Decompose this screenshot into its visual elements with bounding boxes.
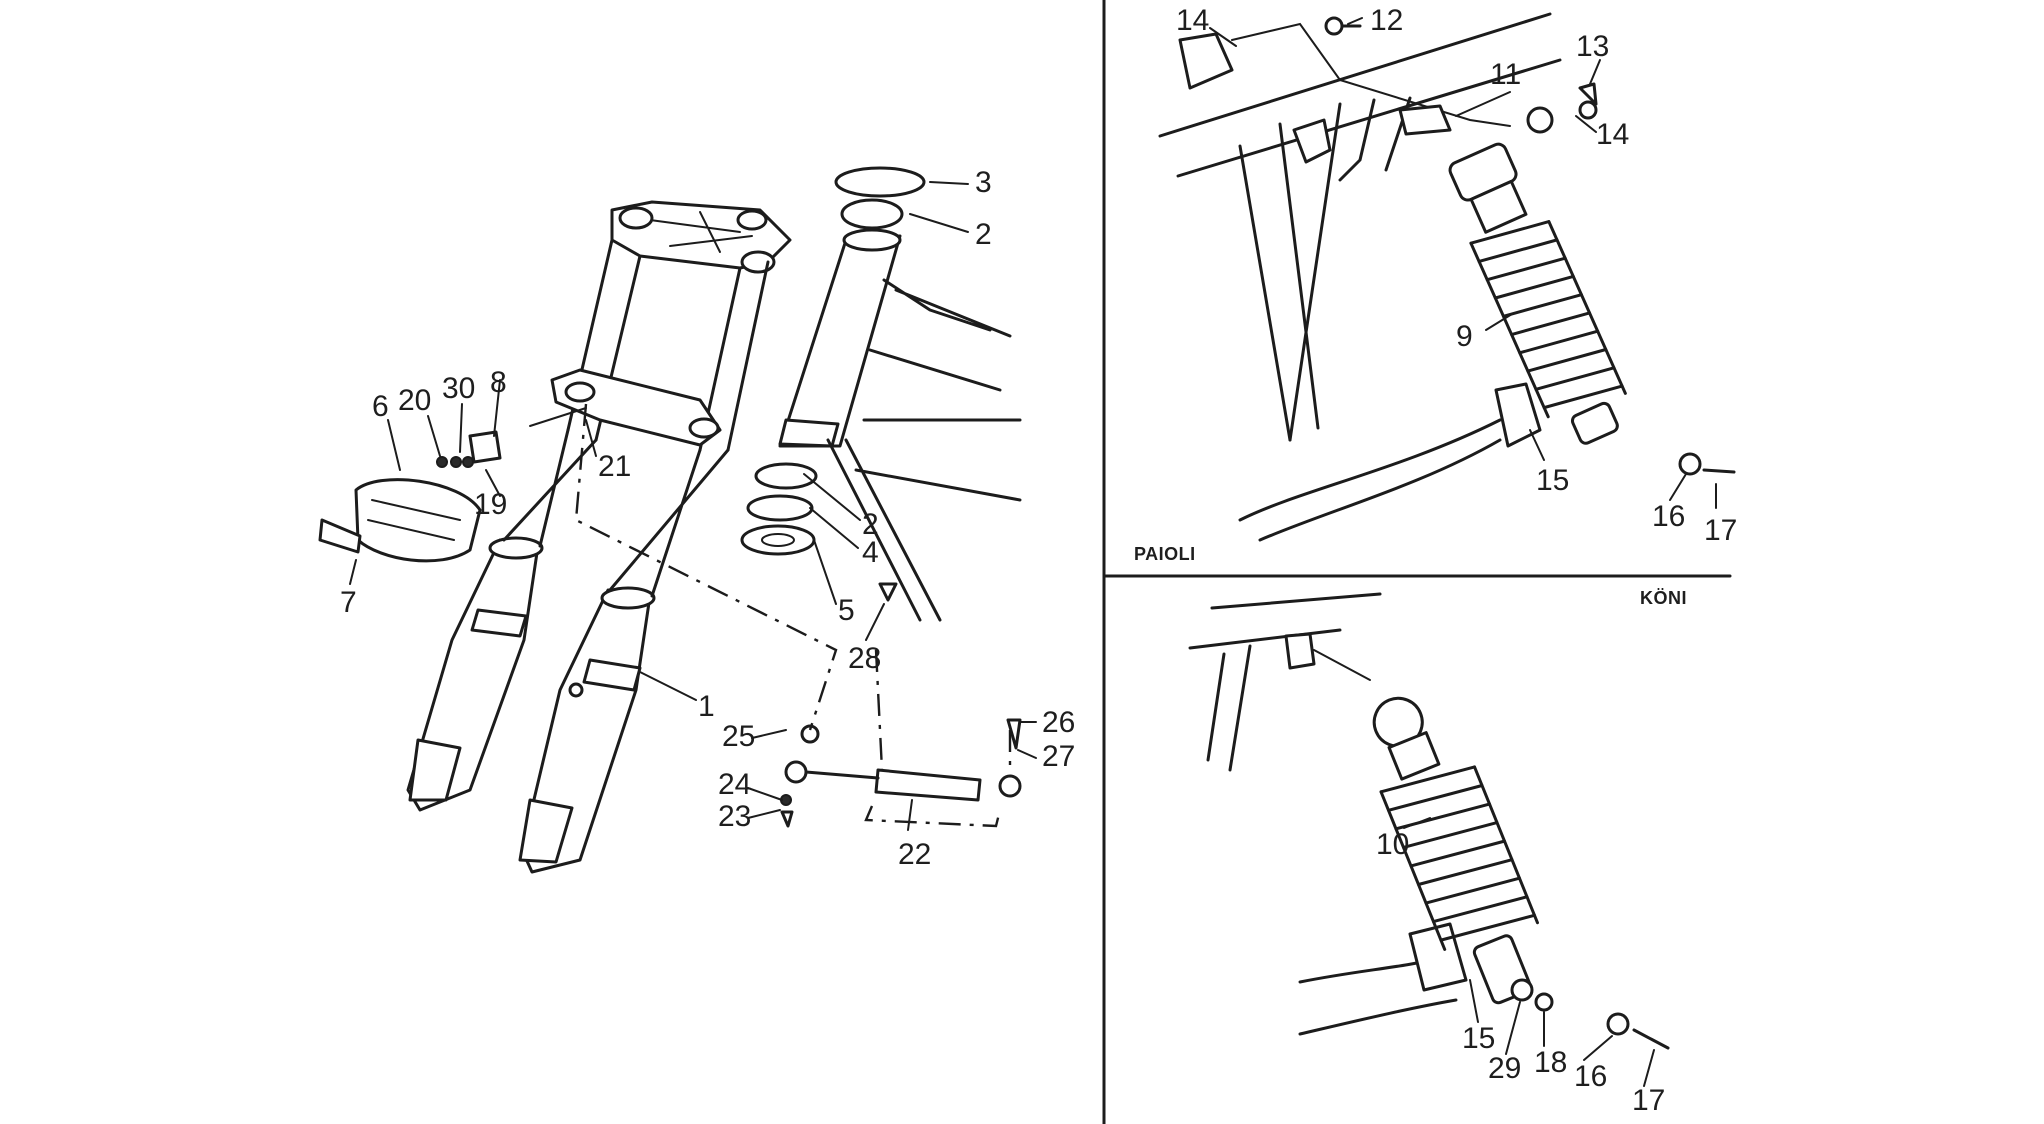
callout-number: 22 <box>898 838 931 871</box>
callout-number: 8 <box>490 366 507 399</box>
callout-number: 28 <box>848 642 881 675</box>
callout-number: 2 <box>975 218 992 251</box>
callout-number: 1 <box>698 690 715 723</box>
callout-number: 2 <box>862 508 879 541</box>
callout-number: 16 <box>1574 1060 1607 1093</box>
callout-number: 9 <box>1456 320 1473 353</box>
callout-number: 4 <box>862 536 879 569</box>
callout-number: 17 <box>1632 1084 1665 1117</box>
paioli-shock-assembly: PAIOLI <box>1134 12 1736 564</box>
callout-number: 14 <box>1176 4 1209 37</box>
callout-number: 15 <box>1536 464 1569 497</box>
koni-callouts: 10 15 29 18 16 17 <box>1376 828 1665 1117</box>
callout-number: 10 <box>1376 828 1409 861</box>
callout-number: 13 <box>1576 30 1609 63</box>
callout-number: 30 <box>442 372 475 405</box>
callout-number: 27 <box>1042 740 1075 773</box>
leader-lines <box>349 17 1717 1087</box>
callout-number: 16 <box>1652 500 1685 533</box>
front-fork-callouts: 1 2 3 2 4 5 6 7 8 19 20 30 21 22 23 24 2… <box>340 166 1075 871</box>
callout-number: 21 <box>598 450 631 483</box>
callout-number: 15 <box>1462 1022 1495 1055</box>
callout-number: 19 <box>474 488 507 521</box>
koni-shock-assembly: KÖNI <box>1188 588 1687 1050</box>
callout-number: 5 <box>838 594 855 627</box>
callout-number: 26 <box>1042 706 1075 739</box>
callout-number: 29 <box>1488 1052 1521 1085</box>
callout-number: 6 <box>372 390 389 423</box>
koni-label: KÖNI <box>1640 588 1687 608</box>
callout-number: 11 <box>1490 58 1521 91</box>
callout-number: 23 <box>718 800 751 833</box>
front-fork-assembly <box>318 166 1022 874</box>
callout-number: 25 <box>722 720 755 753</box>
callout-number: 12 <box>1370 4 1403 37</box>
callout-number: 24 <box>718 768 751 801</box>
callout-number: 20 <box>398 384 431 417</box>
callout-number: 3 <box>975 166 992 199</box>
callout-number: 7 <box>340 586 357 619</box>
paioli-label: PAIOLI <box>1134 544 1196 564</box>
paioli-callouts: 9 11 12 13 14 14 15 16 17 <box>1176 4 1737 547</box>
callout-number: 14 <box>1596 118 1629 151</box>
callout-number: 17 <box>1704 514 1737 547</box>
callout-number: 18 <box>1534 1046 1567 1079</box>
